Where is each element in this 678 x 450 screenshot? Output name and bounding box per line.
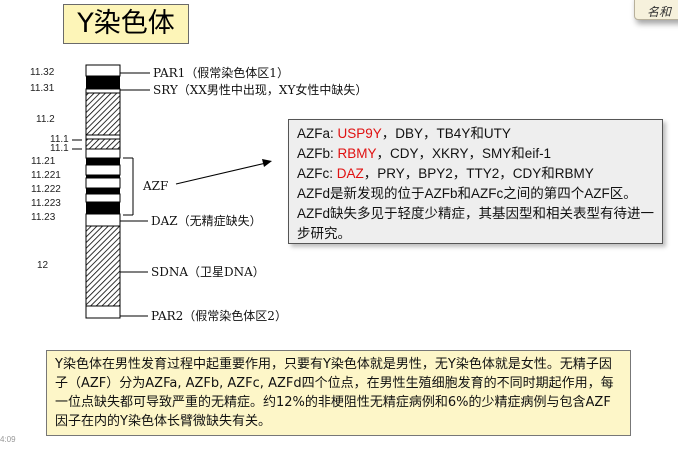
chromosome-band — [85, 148, 121, 159]
band-label: 11.2 — [36, 114, 55, 125]
azf-arrow — [175, 162, 267, 185]
band-label: 11.1 — [50, 134, 69, 145]
chromosome-band — [86, 76, 120, 89]
chromosome-band — [86, 188, 120, 194]
band-label: 11.1 — [50, 143, 69, 154]
azfa-key-gene: USP9Y — [337, 126, 382, 141]
band-label: 11.31 — [30, 83, 55, 94]
azfb-prefix: AZFb: — [297, 146, 338, 161]
corner-tab: 名和 — [634, 0, 678, 20]
band-label: 11.21 — [31, 156, 56, 167]
band-label: 12 — [37, 260, 49, 271]
azfb-line: AZFb: RBMY，CDY，XKRY，SMY和eif-1 — [297, 144, 654, 164]
azf-label: AZF — [142, 179, 168, 193]
azfb-genes: ，CDY，XKRY，SMY和eif-1 — [376, 146, 552, 161]
chromosome-band — [85, 92, 121, 136]
page-number: 4:09 — [0, 435, 16, 444]
band-label: 11.23 — [31, 212, 56, 223]
summary-note: Y染色体在男性发育过程中起重要作用，只要有Y染色体就是男性，无Y染色体就是女性。… — [46, 350, 631, 436]
chromosome-band — [85, 213, 121, 227]
daz-label: DAZ（无精症缺失） — [151, 213, 262, 228]
band-label: 11.32 — [30, 67, 55, 78]
azfc-prefix: AZFc: — [297, 166, 337, 181]
chromosome-band — [85, 177, 121, 189]
chromosome-band — [86, 158, 120, 165]
slide-title: Y染色体 — [63, 4, 189, 44]
azfc-key-gene: DAZ — [336, 166, 364, 181]
sdna-label: SDNA（卫星DNA） — [151, 265, 265, 279]
band-label: 11.223 — [31, 198, 61, 209]
azf-arrow-head — [262, 159, 272, 167]
azfd-paragraph: AZFd是新发现的位于AZFb和AZFc之间的第四个AZF区。AZFd缺失多见于… — [297, 186, 655, 241]
chromosome-band — [86, 202, 120, 214]
chromosome-band — [86, 175, 120, 178]
azfc-genes: ，PRY，BPY2，TTY2，CDY和RBMY — [363, 166, 594, 181]
azfa-genes: ，DBY，TB4Y和UTY — [381, 126, 511, 141]
chromosome-band — [85, 64, 121, 77]
sry-label: SRY（XX男性中出现，XY女性中缺失） — [153, 82, 367, 97]
azfc-line: AZFc: DAZ，PRY，BPY2，TTY2，CDY和RBMY — [297, 164, 654, 184]
azf-gene-box: AZFa: USP9Y，DBY，TB4Y和UTY AZFb: RBMY，CDY，… — [288, 119, 663, 244]
par2-label: PAR2（假常染色体区2） — [151, 308, 287, 323]
chromosome-band — [85, 193, 121, 203]
azfa-prefix: AZFa: — [297, 126, 338, 141]
band-label: 11.222 — [31, 184, 61, 195]
y-chromosome-diagram: 11.32 11.31 11.2 11.1 11.1 11.21 11.221 … — [30, 64, 367, 323]
chromosome-band — [85, 134, 121, 140]
azfb-key-gene: RBMY — [337, 146, 377, 161]
chromosome-band — [85, 138, 121, 150]
chromosome-band — [85, 305, 121, 319]
chromosome-band — [85, 88, 121, 94]
par1-label: PAR1（假常染色体区1） — [153, 65, 289, 80]
chromosome-band — [85, 225, 121, 307]
azfa-line: AZFa: USP9Y，DBY，TB4Y和UTY — [297, 124, 654, 144]
chromosome — [85, 64, 121, 319]
chromosome-band — [85, 164, 121, 176]
band-label: 11.221 — [31, 170, 61, 181]
